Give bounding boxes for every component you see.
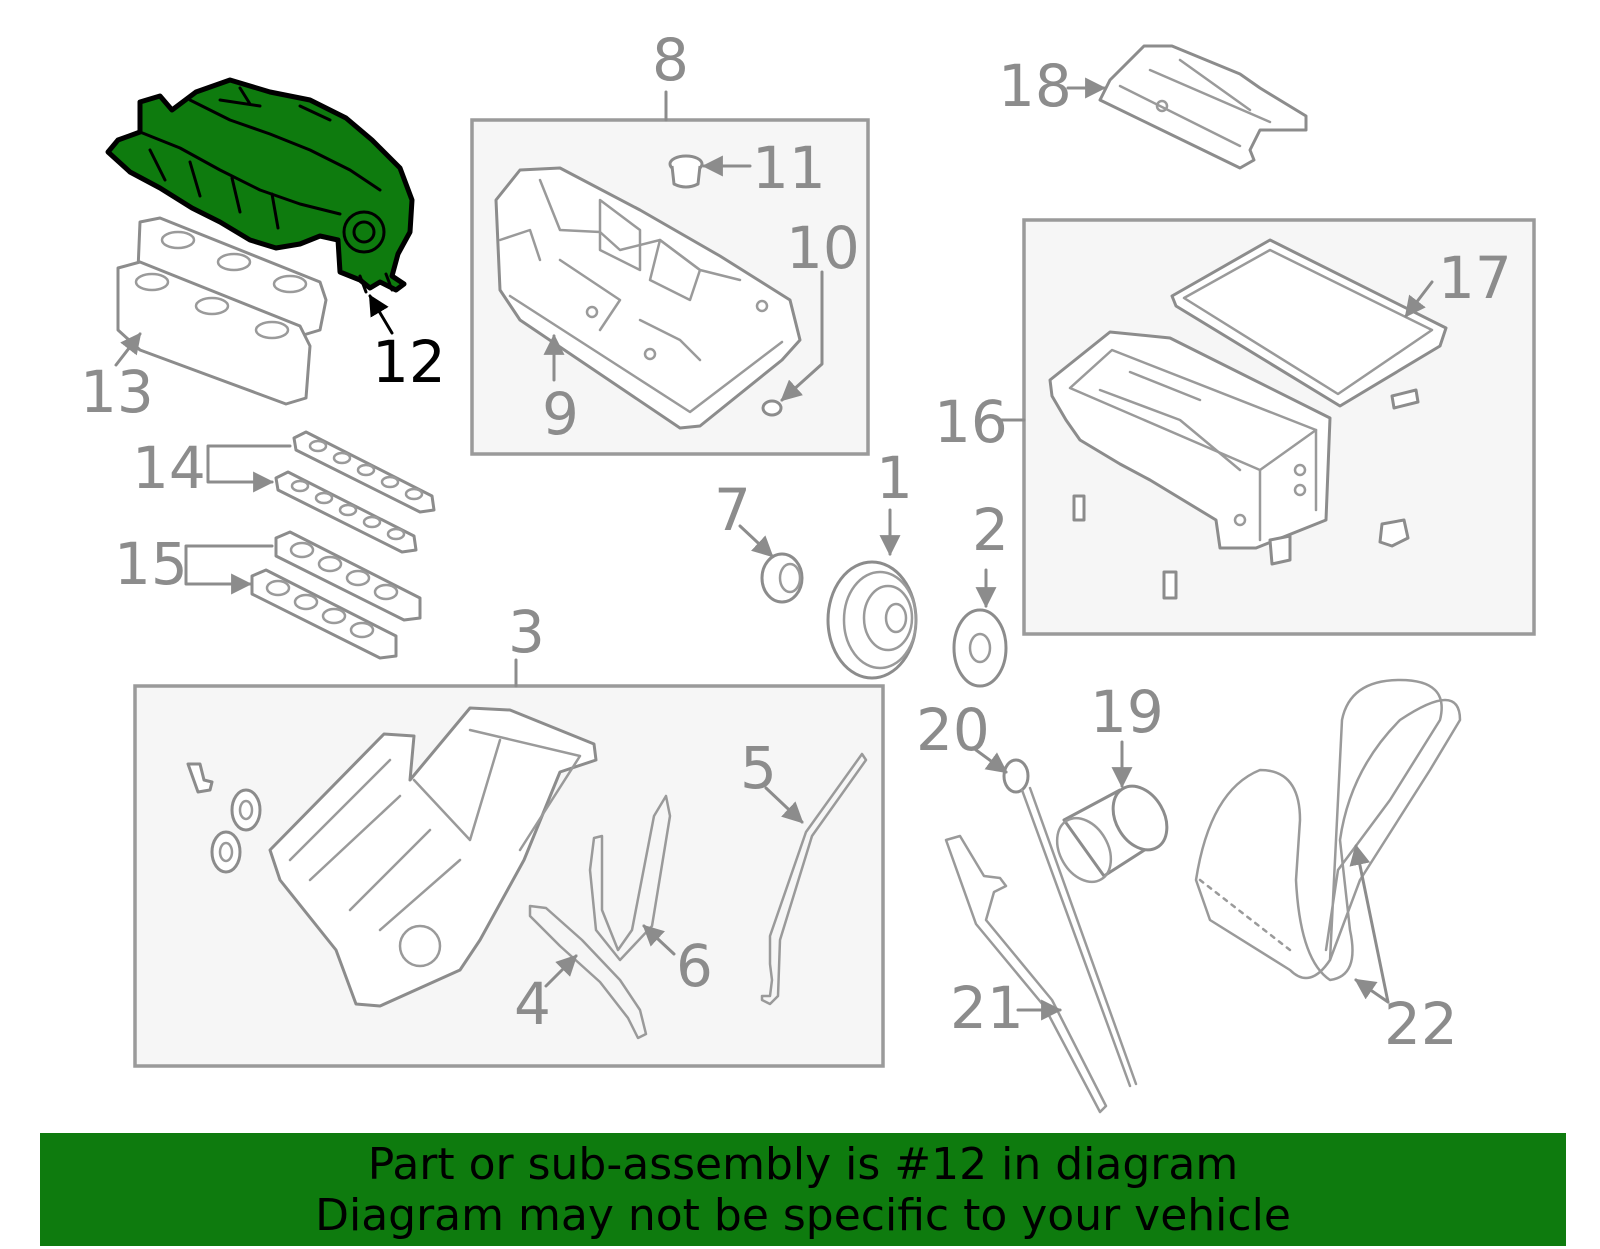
timing-chain-part-22[interactable] — [1194, 678, 1462, 982]
label-19: 19 — [1090, 678, 1164, 746]
label-21: 21 — [950, 974, 1024, 1042]
label-16: 16 — [934, 388, 1008, 456]
grommet-part-10[interactable] — [761, 399, 783, 417]
leader-15 — [184, 544, 274, 584]
leader-10 — [780, 270, 824, 402]
leader-4 — [544, 954, 578, 988]
label-13: 13 — [80, 358, 154, 426]
exhaust-gasket-part-15[interactable] — [250, 530, 422, 660]
label-6: 6 — [676, 932, 713, 1000]
cover-gasket-part-4[interactable] — [528, 904, 648, 1040]
label-10: 10 — [786, 214, 860, 282]
label-11: 11 — [752, 134, 826, 202]
leader-14 — [206, 444, 290, 482]
info-banner: Part or sub-assembly is #12 in diagram D… — [40, 1133, 1566, 1246]
label-22: 22 — [1384, 990, 1458, 1058]
label-3: 3 — [508, 598, 545, 666]
label-14: 14 — [132, 434, 206, 502]
intake-gasket-part-14[interactable] — [274, 430, 436, 554]
leader-22b — [1354, 978, 1390, 1004]
oil-pan-gasket-part-17[interactable] — [1170, 238, 1448, 408]
washer-part-2[interactable] — [952, 608, 1008, 688]
leader-17 — [1404, 280, 1434, 318]
crankshaft-pulley-part-1[interactable] — [826, 560, 918, 680]
leader-13 — [114, 332, 142, 367]
intake-manifold-part-12[interactable] — [105, 77, 415, 294]
oil-pan-part-16[interactable] — [1048, 330, 1420, 600]
leader-6 — [642, 924, 676, 956]
label-5: 5 — [740, 734, 777, 802]
label-18: 18 — [998, 52, 1072, 120]
leader-20 — [974, 748, 1008, 774]
leader-7 — [738, 524, 774, 558]
label-2: 2 — [972, 496, 1009, 564]
label-15: 15 — [114, 530, 188, 598]
heat-shield-part-18[interactable] — [1098, 44, 1308, 170]
leader-22a — [1349, 843, 1390, 1004]
label-4: 4 — [514, 970, 551, 1038]
banner-line-disclaimer: Diagram may not be specific to your vehi… — [315, 1190, 1291, 1241]
leader-12 — [368, 294, 394, 335]
dipstick-tube-part-5[interactable] — [760, 752, 868, 1006]
label-7: 7 — [714, 476, 751, 544]
dipstick-part-20[interactable] — [1002, 758, 1138, 1088]
label-17: 17 — [1438, 244, 1512, 312]
banner-line-part-note: Part or sub-assembly is #12 in diagram — [367, 1139, 1239, 1190]
timing-cover-part-3[interactable] — [186, 706, 598, 1008]
valve-cover-part-9[interactable] — [494, 166, 802, 430]
label-8: 8 — [652, 26, 689, 94]
oil-filler-cap-part-11[interactable] — [668, 154, 704, 189]
label-1: 1 — [876, 444, 913, 512]
leader-5 — [764, 786, 804, 824]
oil-filter-part-19[interactable] — [1046, 777, 1178, 892]
label-20: 20 — [916, 696, 990, 764]
label-9: 9 — [542, 380, 579, 448]
label-12: 12 — [372, 328, 446, 396]
intake-spacer-part-13[interactable] — [116, 216, 328, 406]
cover-gasket-part-6[interactable] — [588, 794, 672, 962]
front-seal-part-7[interactable] — [760, 552, 804, 604]
